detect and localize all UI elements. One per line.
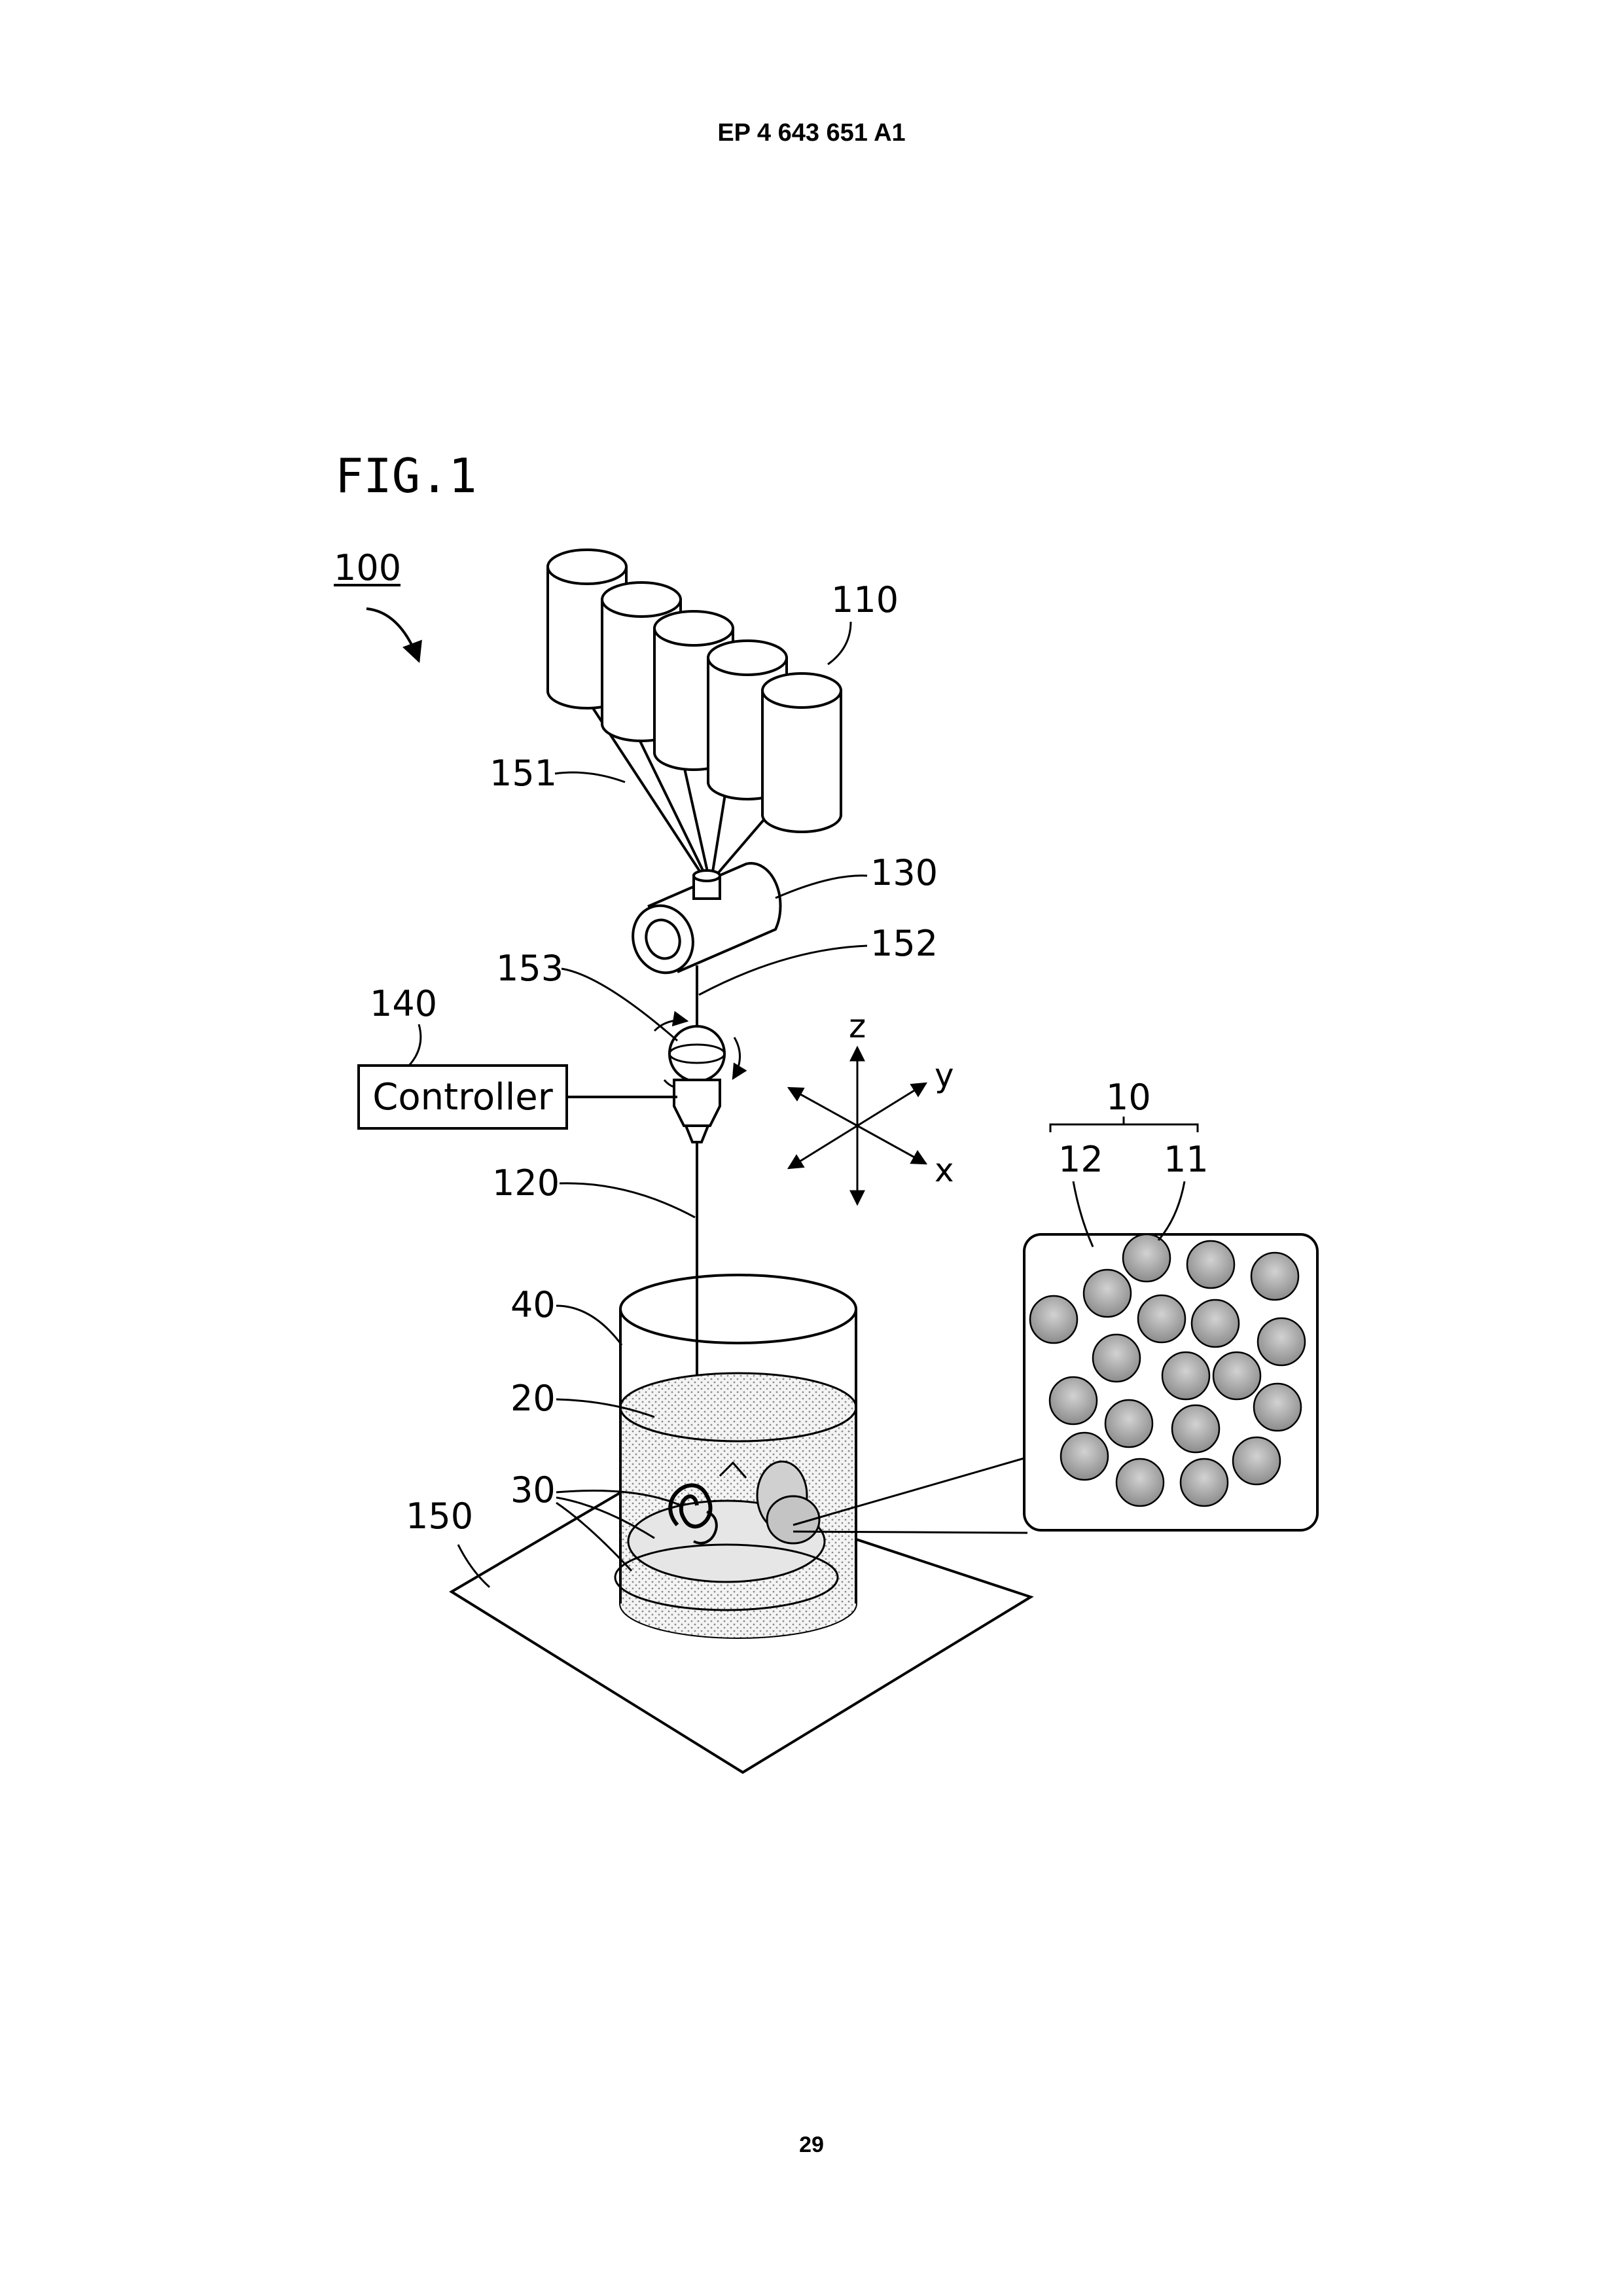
ball-joint-153 <box>654 1020 740 1088</box>
ref-20: 20 <box>510 1378 556 1419</box>
ref-40: 40 <box>510 1284 556 1325</box>
xyz-axes <box>789 1047 926 1204</box>
container-40 <box>620 1275 856 1638</box>
leader-152 <box>699 946 867 995</box>
ref-100-arrow <box>366 609 419 661</box>
mixer-130 <box>624 863 781 981</box>
ref-10: 10 <box>1106 1077 1151 1118</box>
figure-title: FIG.1 <box>335 448 477 503</box>
ref-120: 120 <box>492 1162 560 1204</box>
leader-151 <box>555 772 625 782</box>
ref-150: 150 <box>406 1496 473 1537</box>
material-cylinders-110 <box>548 550 841 832</box>
axis-y-label: y <box>935 1056 954 1094</box>
leader-130 <box>776 876 867 898</box>
material-magnified-view-10 <box>793 1117 1317 1533</box>
axis-z-label: z <box>849 1007 866 1045</box>
leader-140 <box>409 1024 421 1066</box>
ref-153: 153 <box>496 948 563 989</box>
leader-120 <box>560 1183 695 1217</box>
ref-151: 151 <box>490 753 557 794</box>
ref-140: 140 <box>370 983 437 1024</box>
controller-label: Controller <box>372 1076 553 1119</box>
ref-100: 100 <box>334 547 401 588</box>
cylinder <box>762 673 841 832</box>
ref-30: 30 <box>510 1469 556 1511</box>
leader-40 <box>556 1306 622 1345</box>
leader-153 <box>562 969 677 1041</box>
ref-12: 12 <box>1058 1139 1103 1180</box>
ref-130: 130 <box>870 852 938 893</box>
nozzle-head <box>674 1080 720 1142</box>
leader-11 <box>1158 1181 1185 1240</box>
ref-152: 152 <box>870 923 938 964</box>
leader-110 <box>828 622 851 664</box>
page-number: 29 <box>0 2132 1623 2158</box>
ref-11: 11 <box>1164 1139 1209 1180</box>
axis-x-label: x <box>935 1151 954 1189</box>
ref-110: 110 <box>831 579 899 620</box>
